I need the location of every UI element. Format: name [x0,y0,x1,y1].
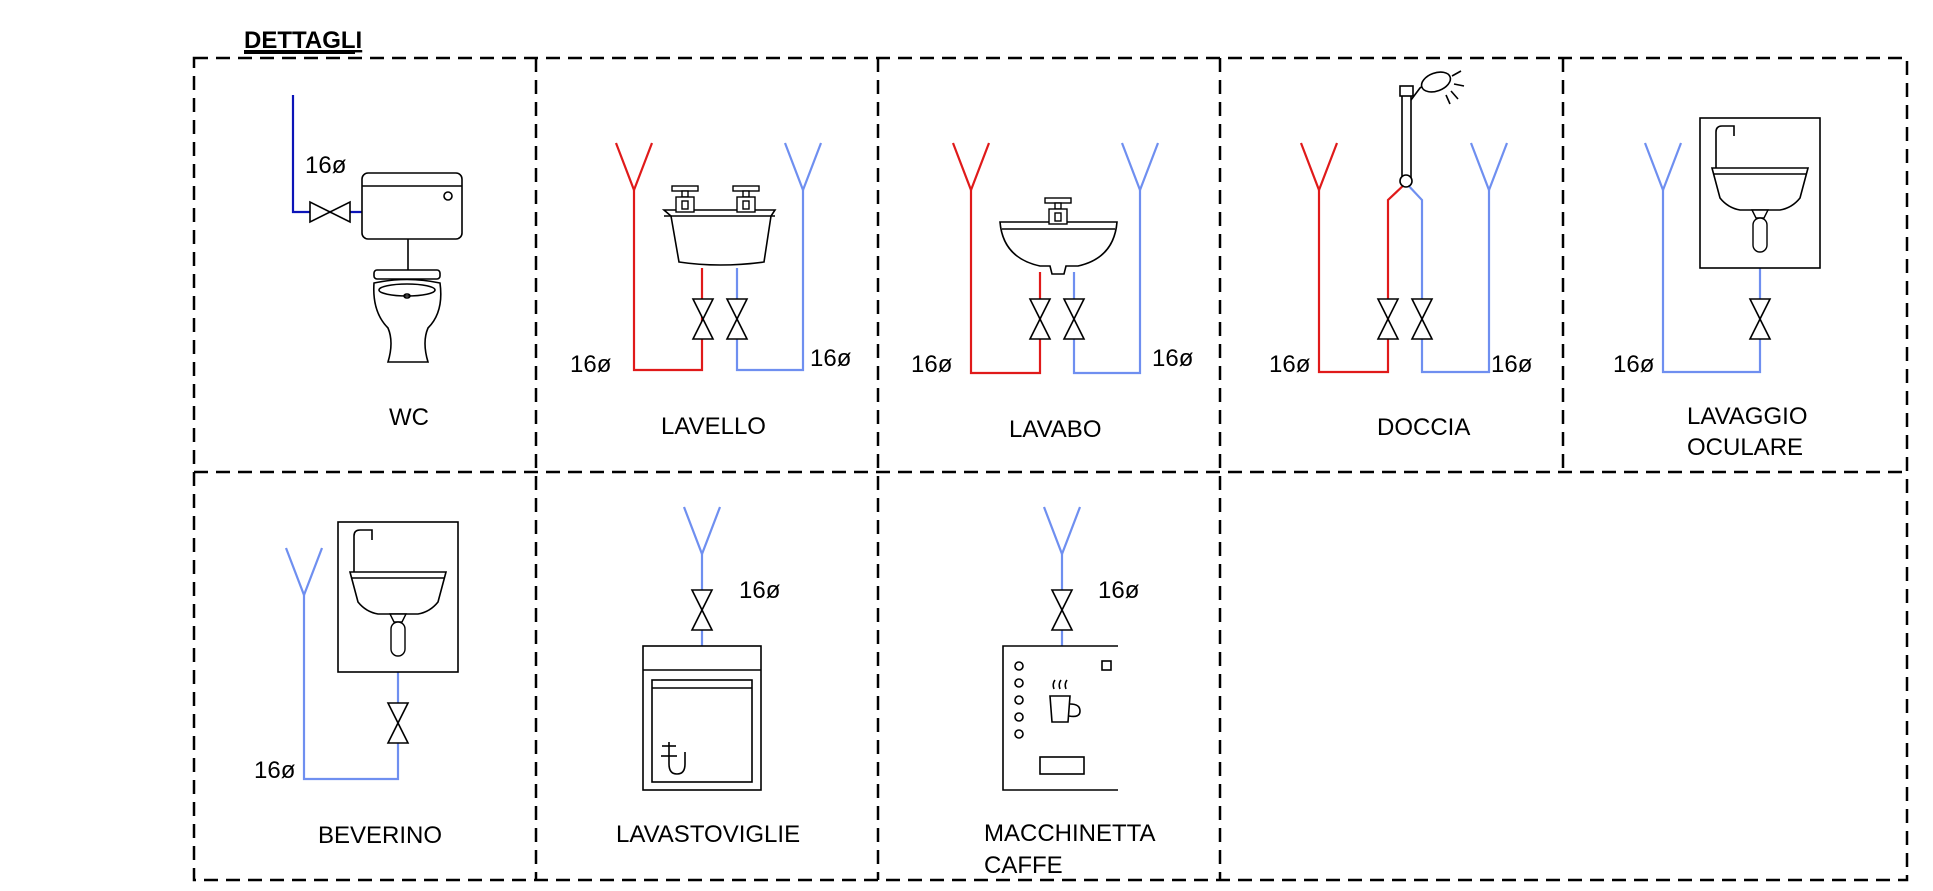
lavabo-hot-run [969,190,1042,375]
lavello-hot-tap-icon [671,185,699,213]
doccia-hot-size: 16ø [1269,351,1311,378]
beverino-cold-pipe [284,547,324,599]
kitchen-sink-icon [661,209,777,266]
lavello-cold-valve-icon [726,298,748,340]
lavello-label: LAVELLO [661,413,766,440]
drinking-fountain-icon [337,521,459,673]
lavaggio-oculare-cold-pipe [1643,142,1683,194]
lavabo-tap-icon [1044,197,1072,225]
doccia-cold-pipe [1469,142,1509,194]
beverino-valve-icon [387,702,409,744]
macchinetta-caffe-valve-icon [1051,589,1073,631]
detail-lavabo: 16ø 16ø LAVABO [911,142,1194,443]
lavabo-cold-pipe [1120,142,1160,194]
lavabo-label: LAVABO [1009,416,1101,443]
detail-lavello: 16ø 16ø LAVELLO [570,142,852,440]
eyewash-station-icon [1699,117,1821,269]
lavaggio-oculare-label-line2: OCULARE [1687,434,1803,461]
macchinetta-caffe-pipe-size: 16ø [1098,577,1140,604]
shower-icon [1399,70,1465,188]
macchinetta-caffe-cold-pipe [1042,506,1082,558]
lavaggio-oculare-label-line1: LAVAGGIO [1687,403,1807,430]
lavello-hot-valve-icon [692,298,714,340]
detail-doccia: 16ø 16ø DOCCIA [1269,70,1533,441]
lavabo-cold-size: 16ø [1152,345,1194,372]
beverino-pipe-size: 16ø [254,757,296,784]
coffee-machine-icon [1002,645,1118,791]
detail-grid [192,56,1909,882]
page-title: DETTAGLI [244,27,362,54]
doccia-cold-size: 16ø [1491,351,1533,378]
lavello-cold-tap-icon [732,185,760,213]
wc-valve-icon [309,201,351,223]
lavastoviglie-pipe-size: 16ø [739,577,781,604]
detail-beverino: 16ø BEVERINO [254,521,459,849]
doccia-hot-pipe [1299,142,1339,194]
doccia-label: DOCCIA [1377,414,1470,441]
washbasin-icon [999,221,1118,275]
detail-wc: 16ø WC [291,95,463,431]
doccia-cold-valve-icon [1411,298,1433,340]
wc-label: WC [389,404,429,431]
detail-lavastoviglie: 16ø LAVASTOVIGLIE [616,506,800,848]
beverino-label: BEVERINO [318,822,442,849]
lavello-cold-size: 16ø [810,345,852,372]
lavello-hot-size: 16ø [570,351,612,378]
lavastoviglie-label: LAVASTOVIGLIE [616,821,800,848]
lavaggio-oculare-valve-icon [1749,298,1771,340]
doccia-cold-run [1405,182,1491,374]
lavello-hot-run [632,190,704,372]
macchinetta-caffe-label-line2: CAFFE [984,852,1063,879]
toilet-icon [361,172,463,363]
lavabo-hot-size: 16ø [911,351,953,378]
lavastoviglie-valve-icon [691,589,713,631]
lavabo-cold-run [1072,190,1142,375]
doccia-hot-valve-icon [1377,298,1399,340]
lavello-cold-pipe [783,142,823,194]
lavabo-hot-pipe [951,142,991,194]
wc-pipe-size: 16ø [305,152,347,179]
lavastoviglie-cold-pipe [682,506,722,558]
lavabo-cold-valve-icon [1063,298,1085,340]
lavaggio-oculare-size: 16ø [1613,351,1655,378]
detail-macchinetta-caffe: 16ø MACCHINETTA CAFFE [984,506,1156,879]
lavabo-hot-valve-icon [1029,298,1051,340]
doccia-hot-run [1317,182,1407,374]
lavello-hot-pipe [614,142,654,194]
dishwasher-icon [642,645,762,791]
macchinetta-caffe-label-line1: MACCHINETTA [984,820,1156,847]
detail-lavaggio-oculare: 16ø LAVAGGIO OCULARE [1613,117,1821,461]
